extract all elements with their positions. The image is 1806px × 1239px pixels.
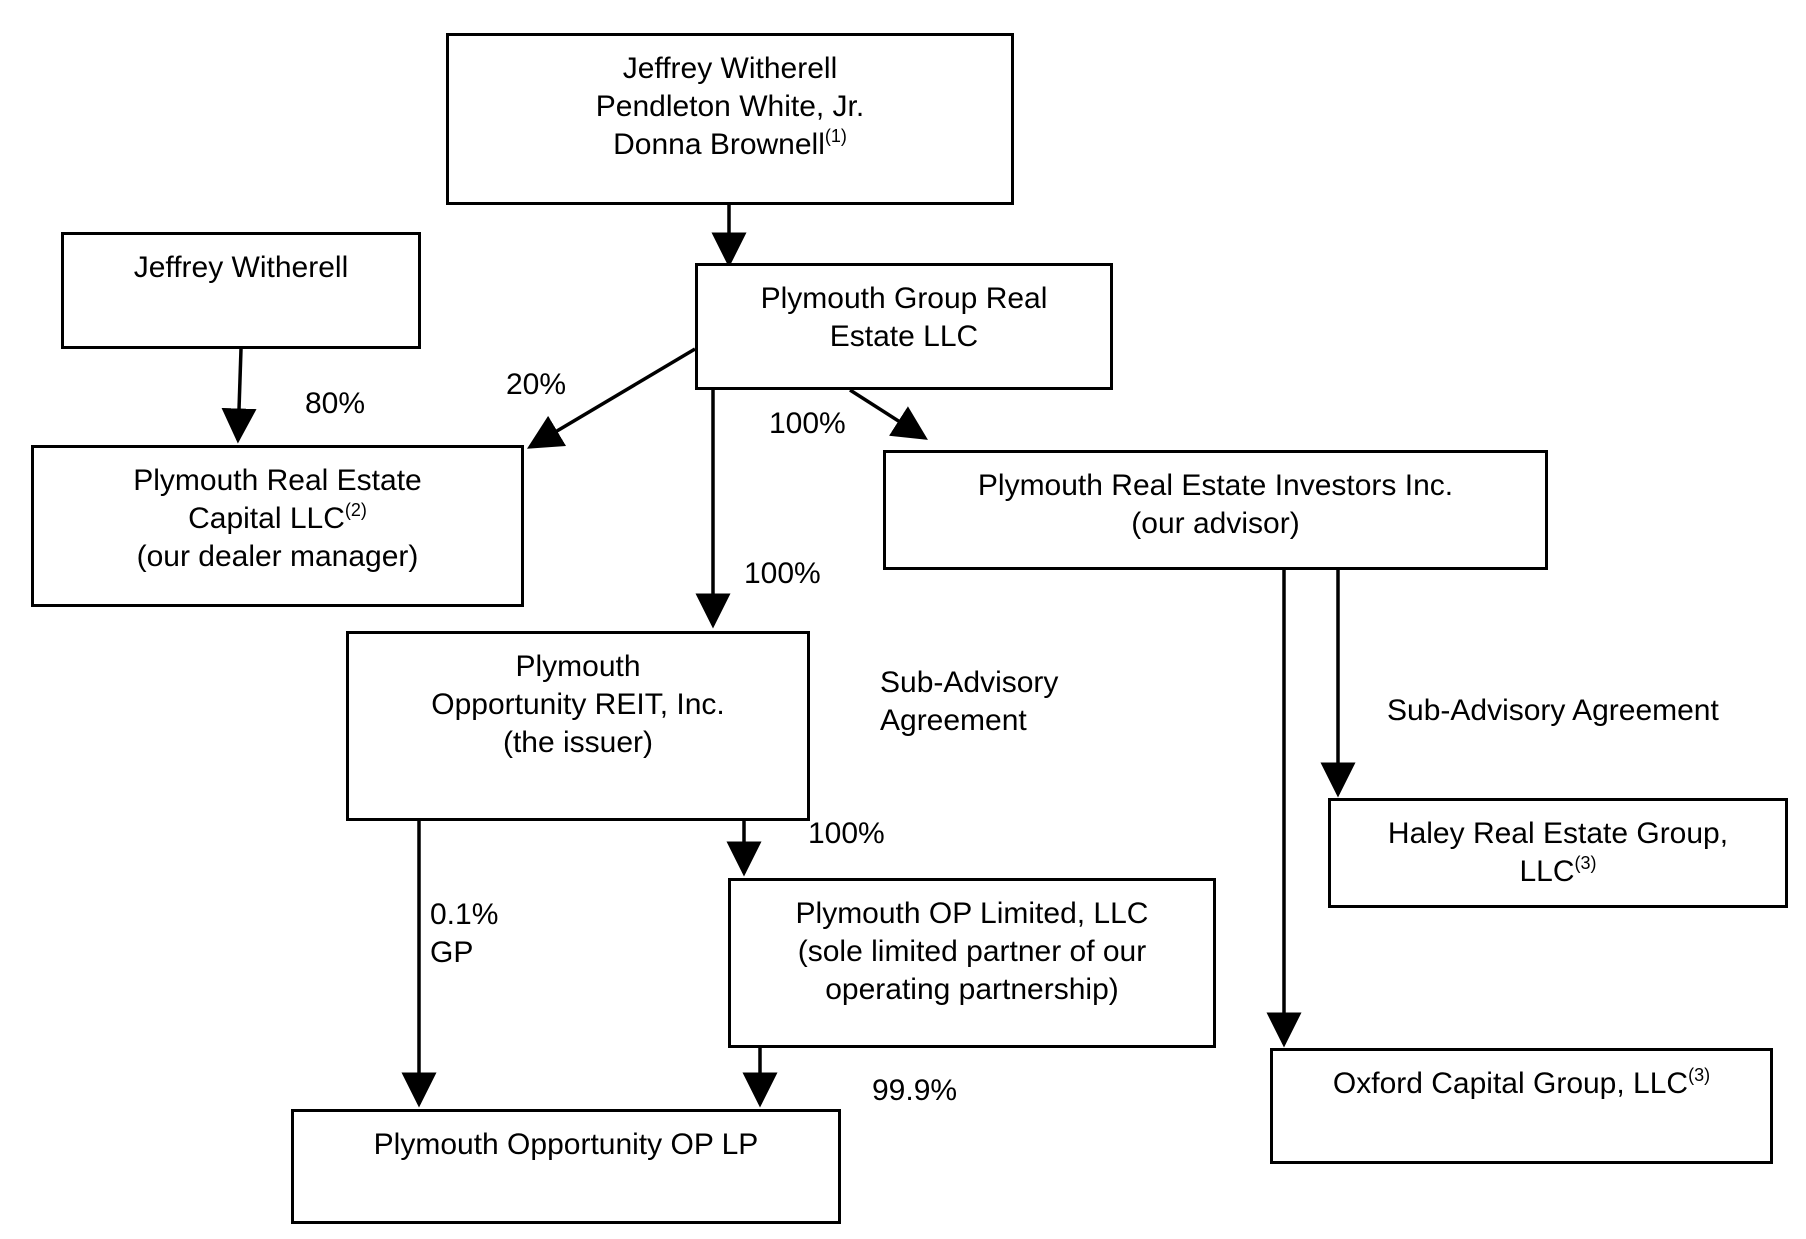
reit-line-3: (the issuer) [502, 726, 654, 759]
oplimited-line-2: (sole limited partner of our [797, 935, 1147, 968]
oplimited-line-1: Plymouth OP Limited, LLC [795, 897, 1149, 930]
owner-name-1: Jeffrey Witherell [622, 52, 838, 85]
oplimited-line-3: operating partnership) [825, 973, 1119, 1006]
gp-label: GP [430, 936, 474, 969]
gp-percentage-label: 0.1% [430, 898, 499, 931]
ownership-label-100-reit: 100% [744, 557, 821, 590]
plymouth-group-real-estate-box: Plymouth Group Real Estate LLC [695, 263, 1113, 390]
plymouth-real-estate-investors-box: Plymouth Real Estate Investors Inc. (our… [883, 450, 1548, 570]
oxford-capital-group-box: Oxford Capital Group, LLC(3) [1270, 1048, 1773, 1164]
ownership-label-100-op-limited: 100% [808, 817, 885, 850]
prec-line-2: Capital LLC [188, 502, 345, 535]
haley-line-2: LLC [1519, 855, 1575, 888]
prei-line-2: (our advisor) [1131, 507, 1300, 540]
footnote-3-haley: (3) [1574, 853, 1597, 873]
plymouth-opportunity-reit-box: Plymouth Opportunity REIT, Inc. (the iss… [346, 631, 810, 821]
pgre-line-1: Plymouth Group Real [760, 282, 1048, 315]
plymouth-opportunity-op-lp-box: Plymouth Opportunity OP LP [291, 1109, 841, 1224]
ownership-label-20: 20% [506, 368, 567, 401]
prec-line-1: Plymouth Real Estate [133, 464, 422, 497]
jeffrey-witherell-box: Jeffrey Witherell [61, 232, 421, 349]
sub-advisory-label-left-1: Sub-Advisory [880, 666, 1059, 699]
ownership-label-100-advisor: 100% [769, 407, 846, 440]
footnote-1: (1) [824, 126, 847, 146]
reit-line-1: Plymouth [515, 650, 641, 683]
haley-line-1: Haley Real Estate Group, [1387, 817, 1729, 850]
footnote-3-oxford: (3) [1688, 1065, 1711, 1085]
haley-real-estate-group-box: Haley Real Estate Group, LLC(3) [1328, 798, 1788, 908]
ownership-label-80: 80% [305, 387, 366, 420]
plymouth-op-limited-box: Plymouth OP Limited, LLC (sole limited p… [728, 878, 1216, 1048]
oplp-line-1: Plymouth Opportunity OP LP [373, 1128, 759, 1161]
prec-line-3: (our dealer manager) [136, 540, 419, 573]
sub-advisory-label-right: Sub-Advisory Agreement [1387, 694, 1719, 727]
arrow-pgre-to-prei [849, 388, 928, 440]
owners-box: Jeffrey Witherell Pendleton White, Jr. D… [446, 33, 1014, 205]
witherell-name: Jeffrey Witherell [133, 251, 349, 284]
oxford-line-1: Oxford Capital Group, LLC [1332, 1067, 1689, 1100]
arrow-pgre-to-prec [526, 347, 696, 449]
pgre-line-2: Estate LLC [829, 320, 979, 353]
plymouth-real-estate-capital-box: Plymouth Real Estate Capital LLC(2) (our… [31, 445, 524, 607]
sub-advisory-label-left-2: Agreement [880, 704, 1027, 737]
owner-name-2: Pendleton White, Jr. [595, 90, 865, 123]
reit-line-2: Opportunity REIT, Inc. [431, 688, 725, 721]
arrow-witherell-to-prec [221, 348, 257, 444]
owner-name-3: Donna Brownell [613, 128, 825, 161]
ownership-label-99-9: 99.9% [872, 1074, 958, 1107]
prei-line-1: Plymouth Real Estate Investors Inc. [977, 469, 1454, 502]
footnote-2: (2) [344, 500, 367, 520]
